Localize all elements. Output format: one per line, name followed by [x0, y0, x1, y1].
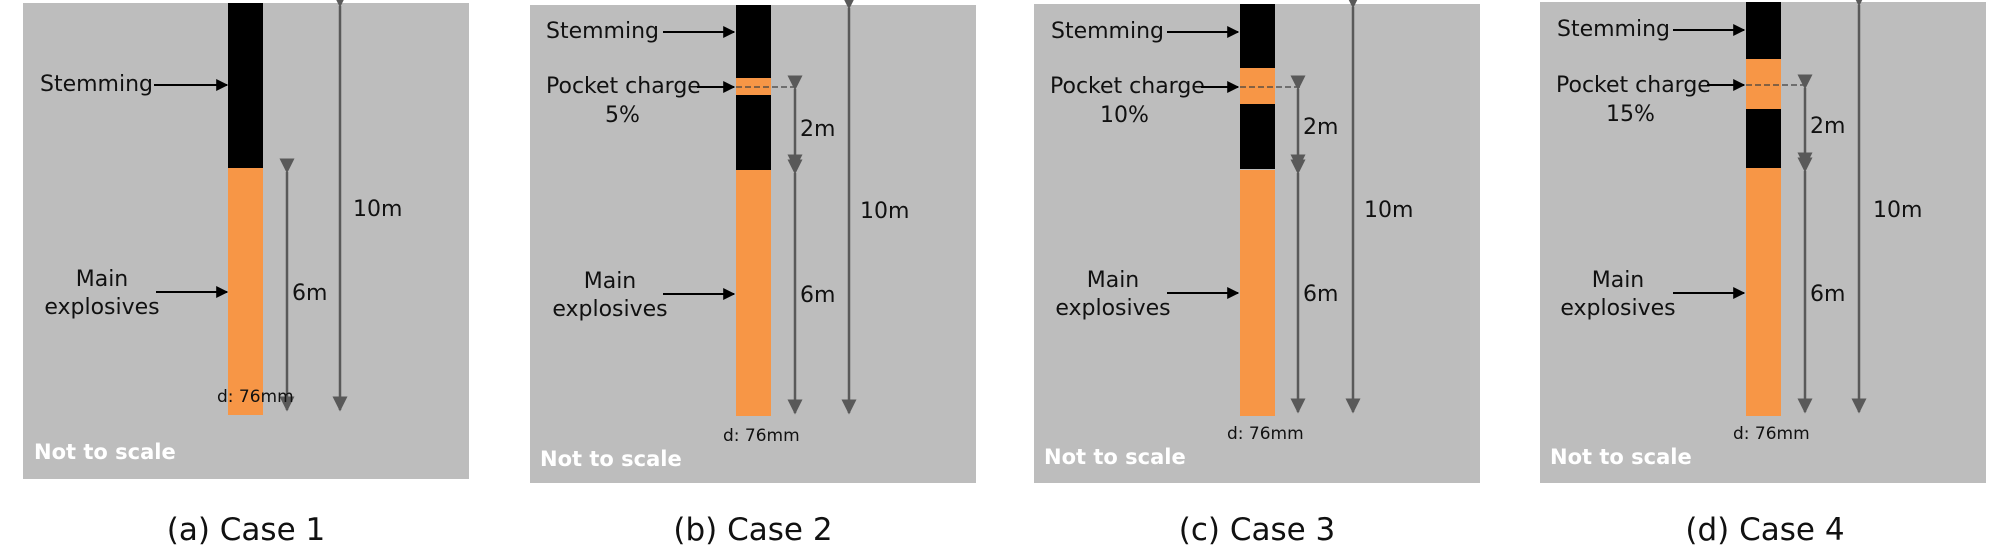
panel-caption: (b) Case 2	[673, 512, 832, 548]
pocket-charge-percent: 5%	[605, 103, 640, 128]
total-length-label: 10m	[1873, 198, 1922, 223]
pocket-charge-percent: 15%	[1606, 102, 1655, 127]
panel-case-1: Stemming Main explosives 6m 10m d: 76mm …	[23, 0, 469, 548]
main-explosive-column	[1240, 170, 1275, 416]
pocket-charge-label: Pocket charge	[1050, 74, 1205, 99]
panel-caption: (d) Case 4	[1685, 512, 1844, 548]
total-length-label: 10m	[860, 199, 909, 224]
main-length-label: 6m	[800, 283, 835, 308]
total-length-label: 10m	[1364, 198, 1413, 223]
main-length-label: 6m	[292, 281, 327, 306]
pocket-charge-column	[1746, 59, 1781, 109]
panel-caption: (c) Case 3	[1179, 512, 1336, 548]
diameter-label: d: 76mm	[1227, 424, 1304, 444]
main-explosives-label-line2: explosives	[552, 297, 667, 322]
not-to-scale-note: Not to scale	[34, 440, 176, 464]
stemming-label: Stemming	[1557, 17, 1670, 42]
panel-case-3: Stemming Pocket charge 10% 2m Main explo…	[1034, 0, 1480, 548]
inter-stemming-column	[1746, 109, 1781, 168]
diameter-label: d: 76mm	[217, 387, 294, 407]
gap-length-label: 2m	[1303, 115, 1338, 140]
main-explosive-column	[228, 168, 263, 415]
pocket-charge-column	[1240, 68, 1275, 104]
pocket-charge-label: Pocket charge	[546, 74, 701, 99]
gap-length-label: 2m	[800, 117, 835, 142]
panel-caption: (a) Case 1	[167, 512, 325, 548]
stemming-column	[1746, 2, 1781, 59]
main-length-label: 6m	[1303, 282, 1338, 307]
stemming-label: Stemming	[546, 19, 659, 44]
main-explosives-label: Main	[76, 267, 129, 292]
gap-length-label: 2m	[1810, 114, 1845, 139]
main-explosives-label-line2: explosives	[1560, 296, 1675, 321]
main-explosives-label: Main	[1087, 268, 1140, 293]
main-explosive-column	[736, 170, 771, 416]
main-explosive-column	[1746, 168, 1781, 416]
pocket-charge-column	[736, 78, 771, 95]
total-length-label: 10m	[353, 197, 402, 222]
inter-stemming-column	[1240, 104, 1275, 169]
main-length-label: 6m	[1810, 282, 1845, 307]
main-explosives-label: Main	[584, 269, 637, 294]
not-to-scale-note: Not to scale	[1044, 445, 1186, 469]
main-explosives-label-line2: explosives	[1055, 296, 1170, 321]
panel-case-4: Stemming Pocket charge 15% 2m Main explo…	[1540, 0, 1986, 548]
stemming-column	[1240, 4, 1275, 68]
main-explosives-label: Main	[1592, 268, 1645, 293]
diameter-label: d: 76mm	[723, 426, 800, 446]
inter-stemming-column	[736, 95, 771, 170]
not-to-scale-note: Not to scale	[540, 447, 682, 471]
diameter-label: d: 76mm	[1733, 424, 1810, 444]
stemming-label: Stemming	[1051, 19, 1164, 44]
stemming-label: Stemming	[40, 72, 153, 97]
main-explosives-label-line2: explosives	[44, 295, 159, 320]
panel-case-2: Stemming Pocket charge 5% 2m Main explos…	[530, 0, 976, 548]
stemming-column	[736, 5, 771, 78]
stemming-column	[228, 3, 263, 168]
pocket-charge-label: Pocket charge	[1556, 73, 1711, 98]
pocket-charge-percent: 10%	[1100, 103, 1149, 128]
not-to-scale-note: Not to scale	[1550, 445, 1692, 469]
